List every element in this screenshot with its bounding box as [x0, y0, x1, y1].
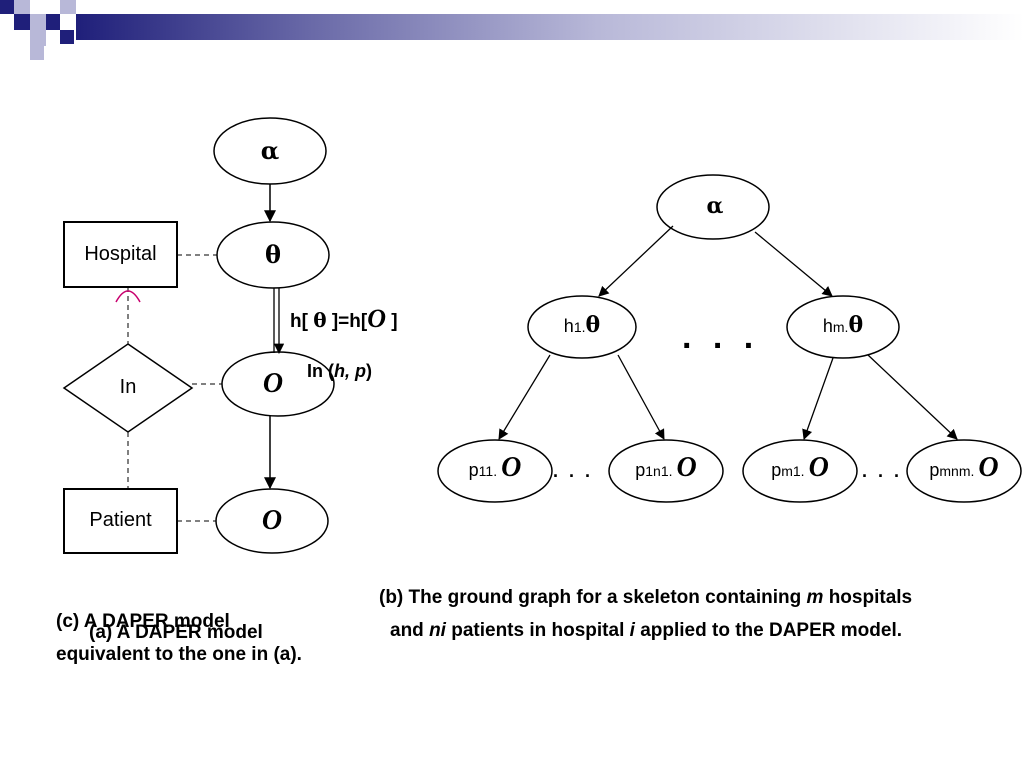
alpha-ground-label: α [706, 193, 724, 219]
pm1-o-label: pm1.O [771, 452, 829, 483]
caption-b-line1: (b) The ground graph for a skeleton cont… [379, 587, 913, 608]
ellipsis-hospitals: . . . [682, 318, 760, 356]
slide-banner [0, 0, 1024, 64]
arrow-alpha-h1 [598, 225, 674, 297]
constraint-arc [115, 290, 141, 303]
alpha-label: α [260, 136, 280, 165]
banner-gradient-bar [76, 14, 1024, 40]
node-pmnm-o [906, 439, 1022, 503]
banner-square-dark [14, 14, 30, 30]
p11-o-label: p11.O [468, 452, 522, 483]
theta-label: θ [264, 240, 281, 269]
caption-c-line1: (c) A DAPER model [56, 611, 230, 632]
caption-b-line2: and ni patients in hospital i applied to… [390, 620, 903, 641]
arrow-h1-p1n1 [617, 354, 665, 440]
h1-theta-label: h1.θ [563, 312, 601, 338]
entity-patient-box [63, 488, 178, 554]
panel-b [437, 174, 1022, 503]
node-p11-o [437, 439, 553, 503]
banner-square-light [30, 30, 46, 46]
ellipsis-patients-hm: . . . [862, 461, 903, 481]
arrow-alpha-hm [754, 231, 833, 297]
p1n1-o-label: p1n1.O [635, 452, 697, 483]
constraint-theta: θ [313, 308, 327, 332]
caption-a: (a) A DAPER model [89, 622, 263, 643]
node-pm1-o [742, 439, 858, 503]
ellipsis-patients-h1: . . . [553, 461, 594, 481]
banner-square-dark [46, 14, 60, 30]
banner-square-light [14, 0, 30, 14]
node-p1n1-o [608, 439, 724, 503]
arrow-h1-p11 [498, 354, 551, 440]
constraint-o: O [367, 304, 386, 333]
hm-theta-label: hm.θ [822, 312, 864, 338]
entity-hospital-label: Hospital [84, 243, 157, 265]
arrow-hm-pmnm [867, 354, 958, 440]
panel-a [62, 117, 335, 554]
o-mid-label: O [262, 368, 284, 399]
banner-square-light [30, 46, 44, 60]
caption-c-line2: equivalent to the one in (a). [56, 644, 302, 665]
constraint-equality: h[ θ ]=h[O ] [290, 304, 398, 333]
banner-square-light [30, 14, 46, 30]
constraint-in-hp: In (h, p) [307, 361, 372, 381]
relationship-in-label: In [119, 376, 137, 398]
entity-patient-label: Patient [89, 509, 152, 531]
pmnm-o-label: pmnm.O [929, 452, 999, 483]
node-hm-theta [786, 295, 900, 359]
node-h1-theta [527, 295, 637, 359]
o-bottom-label: O [261, 505, 283, 536]
arrow-hm-pm1 [802, 357, 834, 440]
banner-square-light [60, 0, 76, 14]
entity-hospital-box [63, 221, 178, 288]
node-alpha-ground [656, 174, 770, 240]
banner-square-dark [60, 30, 74, 44]
banner-square-dark [0, 0, 14, 14]
